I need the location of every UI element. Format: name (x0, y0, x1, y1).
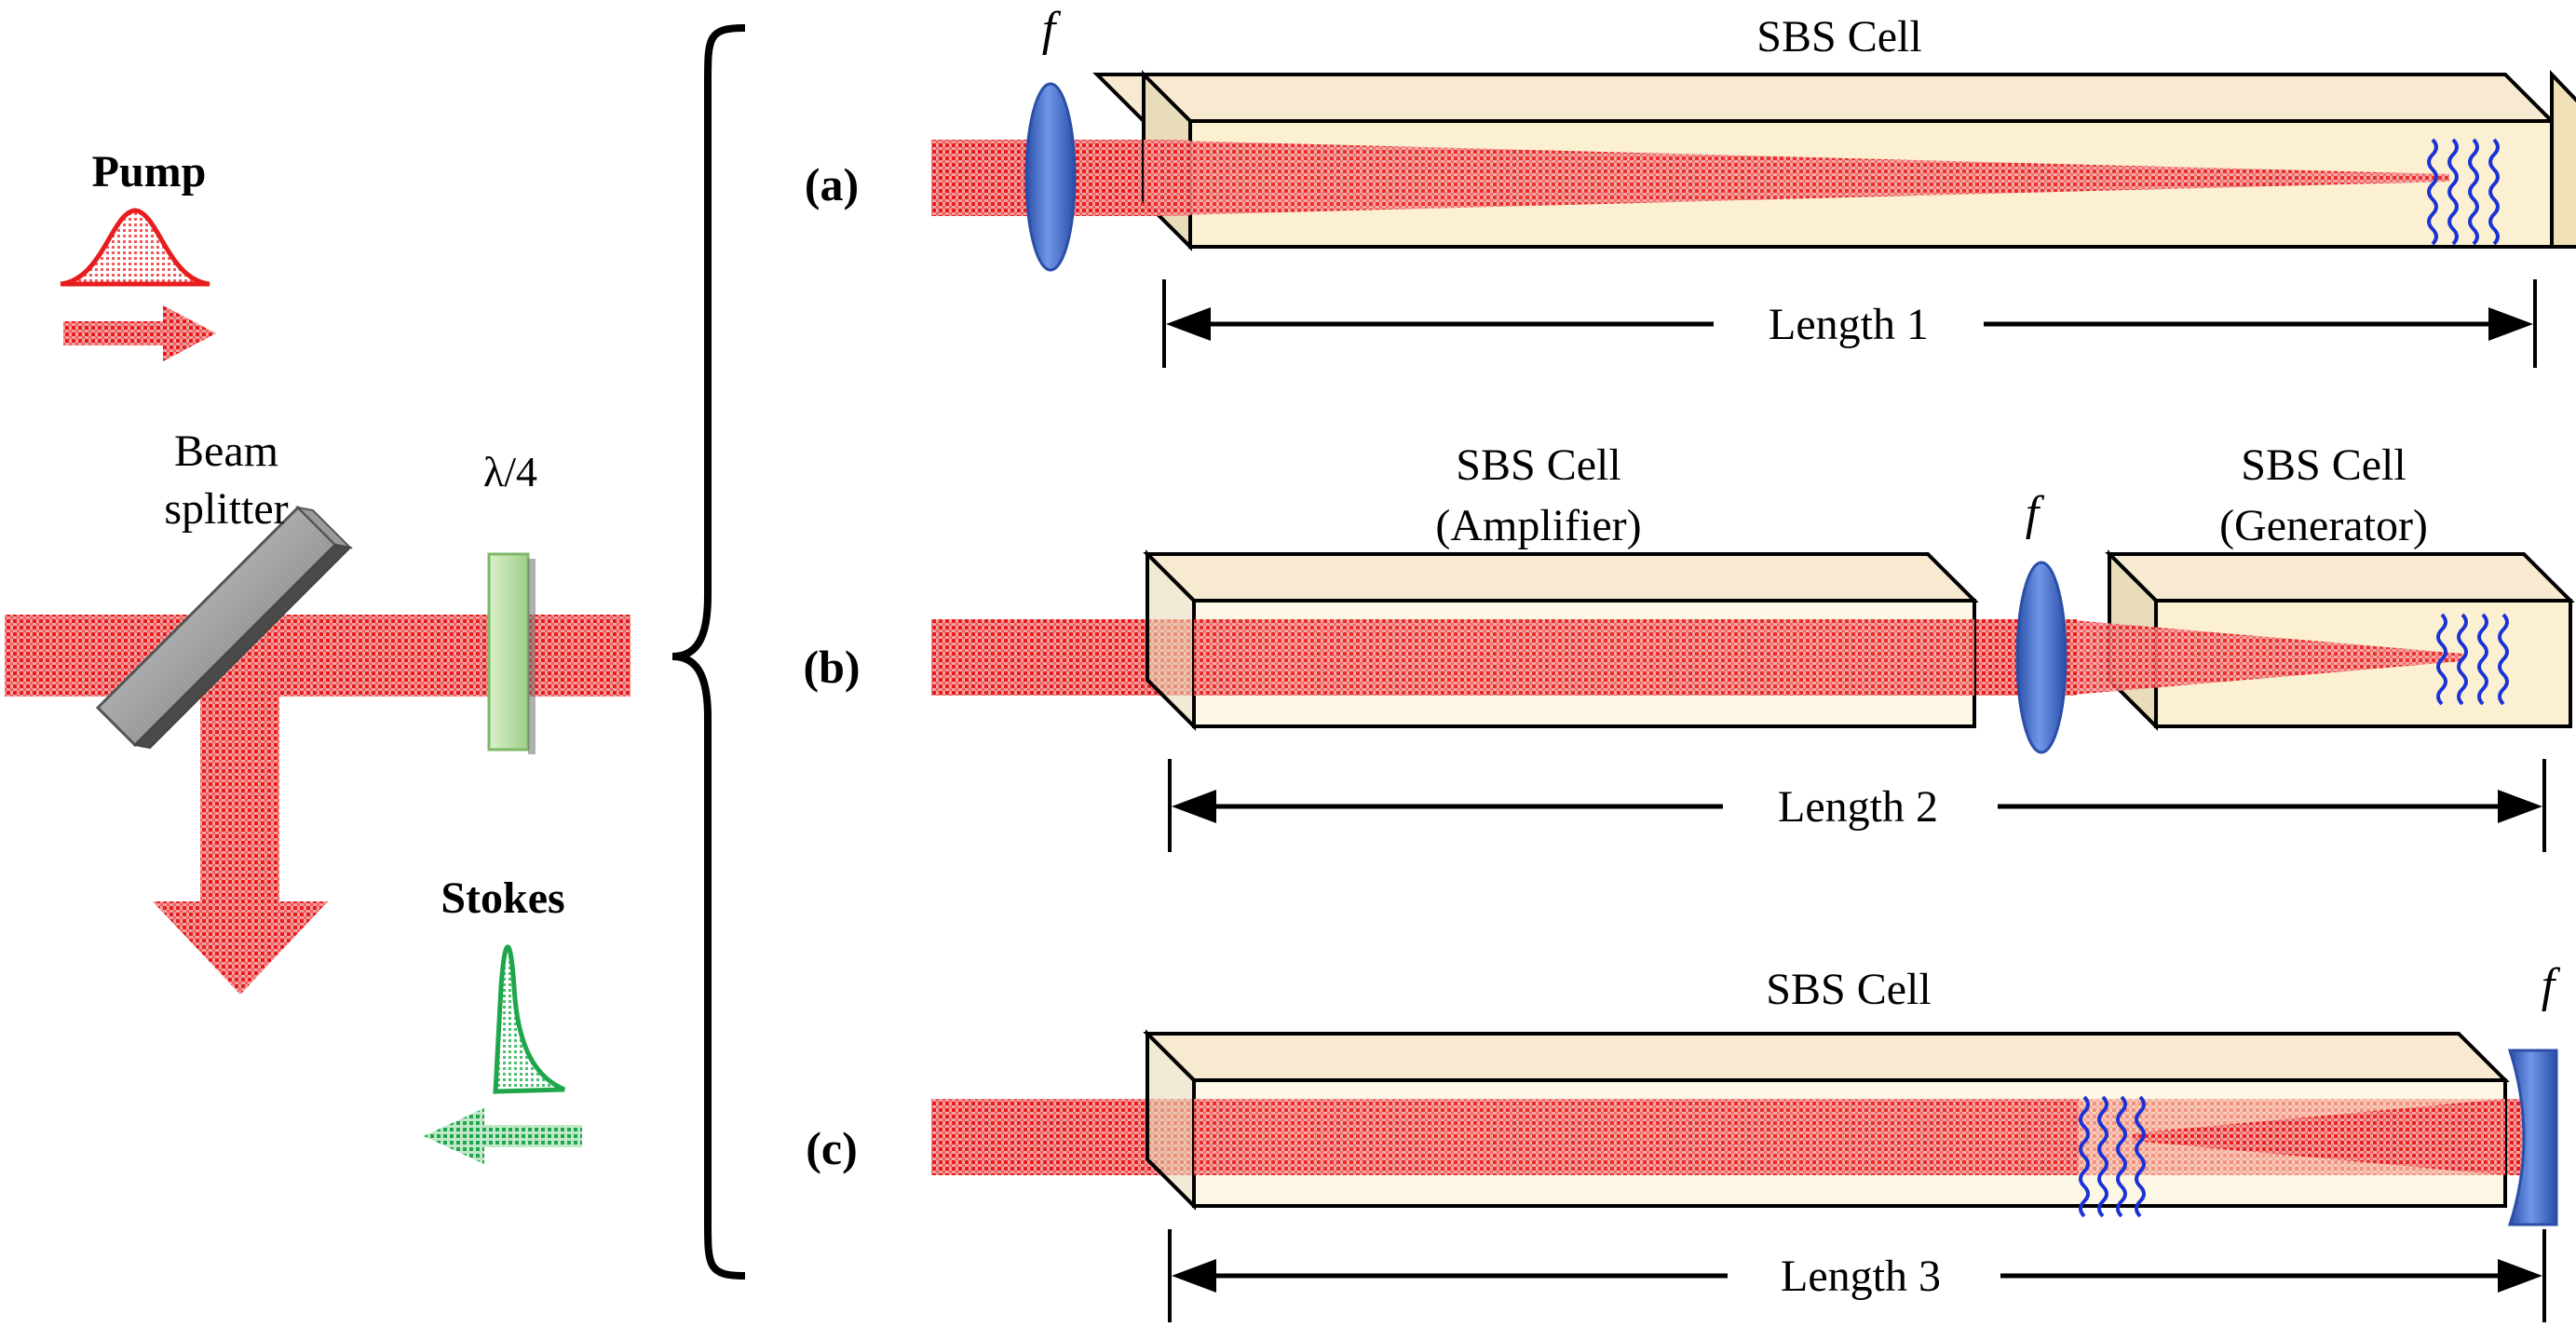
panel-c-label: (c) (806, 1122, 858, 1174)
panel-a-lens (1024, 82, 1077, 272)
panel-b: (b) f SBS Cell (Amplifier) SBS Cell (Gen… (803, 440, 2575, 852)
panel-c-cell-title: SBS Cell (1766, 965, 1931, 1014)
panel-b-label: (b) (803, 641, 860, 693)
panel-b-lens-label: f (2026, 487, 2045, 540)
panel-c-mirror-label: f (2542, 959, 2561, 1012)
panel-a-length-dimension (1162, 279, 2537, 368)
beam-splitter-label-line2: splitter (164, 484, 288, 534)
stokes-label: Stokes (441, 873, 564, 923)
panel-c-acoustic-wave (2079, 1095, 2146, 1218)
quarter-wave-plate (487, 552, 536, 754)
panel-a-cell-title: SBS Cell (1756, 12, 1921, 61)
reflected-beam-arrow (153, 652, 328, 995)
pump-arrow-icon (63, 305, 216, 361)
panel-c: (c) f SBS Cell Length 3 (806, 959, 2561, 1322)
panel-b-length-dimension (1168, 759, 2546, 852)
input-beam (5, 615, 630, 697)
panel-b-amplifier-title-line2: (Amplifier) (1435, 501, 1641, 550)
legend-group: Pump Stokes (60, 147, 582, 1164)
stokes-arrow-icon (424, 1108, 582, 1164)
panel-a-label: (a) (805, 158, 859, 210)
panel-c-concave-mirror (2507, 1049, 2558, 1226)
pump-label: Pump (92, 147, 207, 196)
panel-c-length-label: Length 3 (1781, 1252, 1941, 1301)
panel-a-lens-label: f (1042, 3, 1062, 56)
panel-b-generator-title-line1: SBS Cell (2241, 440, 2406, 490)
panel-brace (671, 24, 746, 1280)
panel-b-lens (2015, 561, 2068, 754)
waveplate-label: λ/4 (483, 448, 537, 495)
panel-b-length-label: Length 2 (1778, 782, 1938, 832)
panel-a-cell (1092, 70, 2576, 251)
panel-a-focused-beam (1144, 140, 2449, 216)
panel-b-amplifier-title-line1: SBS Cell (1456, 440, 1620, 490)
panel-c-focused-beam (2133, 1099, 2505, 1175)
panel-c-length-dimension (1168, 1229, 2546, 1322)
pump-pulse-icon (60, 208, 210, 287)
panel-b-focused-beam (2063, 619, 2463, 696)
stokes-pulse-icon (493, 944, 566, 1094)
beam-splitter-label-line1: Beam (174, 427, 278, 476)
panel-a-length-label: Length 1 (1769, 300, 1929, 349)
input-optics: Beam splitter λ/4 (5, 427, 630, 995)
panel-a: (a) f SBS Cell Length 1 (805, 3, 2576, 368)
panel-b-generator-title-line2: (Generator) (2219, 501, 2428, 550)
panel-a-acoustic-wave (2427, 138, 2500, 246)
panel-b-acoustic-wave (2436, 613, 2509, 706)
beam-splitter (95, 505, 353, 750)
